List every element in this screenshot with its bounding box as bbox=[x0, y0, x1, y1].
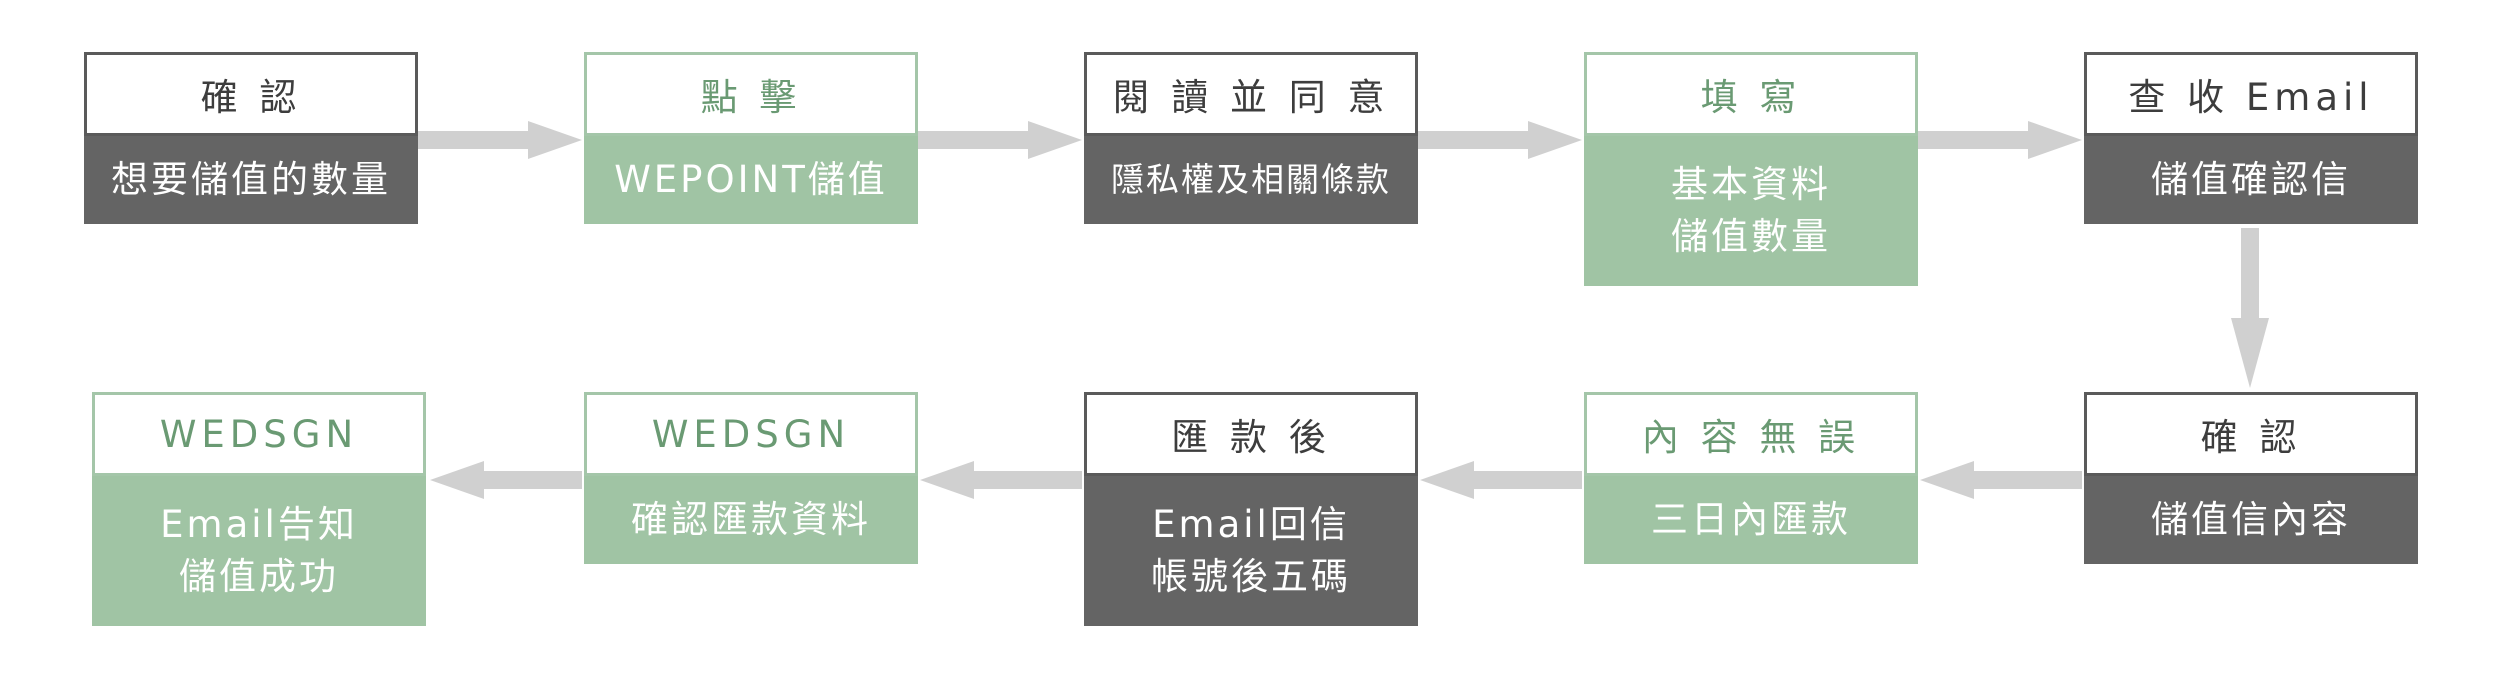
step-8-title: 匯 款 後 bbox=[1084, 392, 1418, 476]
step-9-title: WEDSGN bbox=[584, 392, 918, 476]
step-1-title: 確 認 bbox=[84, 52, 418, 136]
step-3-title: 閱 讀 並 同 意 bbox=[1084, 52, 1418, 136]
step-10-line-2: 儲值成功 bbox=[179, 555, 339, 598]
step-4-title: 填 寫 bbox=[1584, 52, 1918, 136]
arrow-5-6 bbox=[2231, 228, 2269, 388]
step-8-line-1: Email回信 bbox=[1152, 503, 1350, 546]
step-4-fill-in: 填 寫 基本資料 儲值數量 bbox=[1584, 52, 1918, 286]
step-8-line-2: 帳號後五碼 bbox=[1151, 555, 1351, 598]
step-10-title: WEDSGN bbox=[92, 392, 426, 476]
step-5-line-1: 儲值確認信 bbox=[2151, 158, 2351, 201]
step-2-body: WEPOINT儲值 bbox=[584, 136, 918, 224]
arrow-2-3 bbox=[918, 121, 1082, 159]
arrow-6-7 bbox=[1920, 461, 2082, 499]
step-9-body: 確認匯款資料 bbox=[584, 476, 918, 564]
step-8-body: Email回信 帳號後五碼 bbox=[1084, 476, 1418, 626]
step-1-line-1: 想要儲值的數量 bbox=[111, 158, 391, 201]
step-4-line-2: 儲值數量 bbox=[1671, 215, 1831, 258]
step-5-body: 儲值確認信 bbox=[2084, 136, 2418, 224]
step-3-line-1: 隱私權及相關條款 bbox=[1111, 160, 1391, 199]
step-10-wedsgn-notify: WEDSGN Email告知 儲值成功 bbox=[92, 392, 426, 626]
arrow-3-4 bbox=[1418, 121, 1582, 159]
step-6-confirm-content: 確 認 儲值信內容 bbox=[2084, 392, 2418, 564]
step-7-line-1: 三日內匯款 bbox=[1651, 498, 1851, 541]
step-3-body: 隱私權及相關條款 bbox=[1084, 136, 1418, 224]
step-4-body: 基本資料 儲值數量 bbox=[1584, 136, 1918, 286]
step-9-line-1: 確認匯款資料 bbox=[631, 498, 871, 541]
step-6-body: 儲值信內容 bbox=[2084, 476, 2418, 564]
step-10-line-1: Email告知 bbox=[160, 503, 358, 546]
step-1-confirm-amount: 確 認 想要儲值的數量 bbox=[84, 52, 418, 224]
step-6-title: 確 認 bbox=[2084, 392, 2418, 476]
step-5-title: 查 收 Email bbox=[2084, 52, 2418, 136]
arrow-4-5 bbox=[1918, 121, 2082, 159]
step-7-content-ok: 內 容 無 誤 三日內匯款 bbox=[1584, 392, 1918, 564]
step-7-title: 內 容 無 誤 bbox=[1584, 392, 1918, 476]
step-2-click: 點 擊 WEPOINT儲值 bbox=[584, 52, 918, 224]
step-3-read-agree: 閱 讀 並 同 意 隱私權及相關條款 bbox=[1084, 52, 1418, 224]
arrow-1-2 bbox=[418, 121, 582, 159]
step-7-body: 三日內匯款 bbox=[1584, 476, 1918, 564]
step-5-check-email: 查 收 Email 儲值確認信 bbox=[2084, 52, 2418, 224]
arrow-8-9 bbox=[920, 461, 1082, 499]
step-4-line-1: 基本資料 bbox=[1671, 163, 1831, 206]
arrow-7-8 bbox=[1420, 461, 1582, 499]
arrow-9-10 bbox=[430, 461, 582, 499]
step-10-body: Email告知 儲值成功 bbox=[92, 476, 426, 626]
step-1-body: 想要儲值的數量 bbox=[84, 136, 418, 224]
step-6-line-1: 儲值信內容 bbox=[2151, 498, 2351, 541]
step-8-after-transfer: 匯 款 後 Email回信 帳號後五碼 bbox=[1084, 392, 1418, 626]
step-2-line-1: WEPOINT儲值 bbox=[614, 158, 888, 201]
step-9-wedsgn-confirm: WEDSGN 確認匯款資料 bbox=[584, 392, 918, 564]
step-2-title: 點 擊 bbox=[584, 52, 918, 136]
